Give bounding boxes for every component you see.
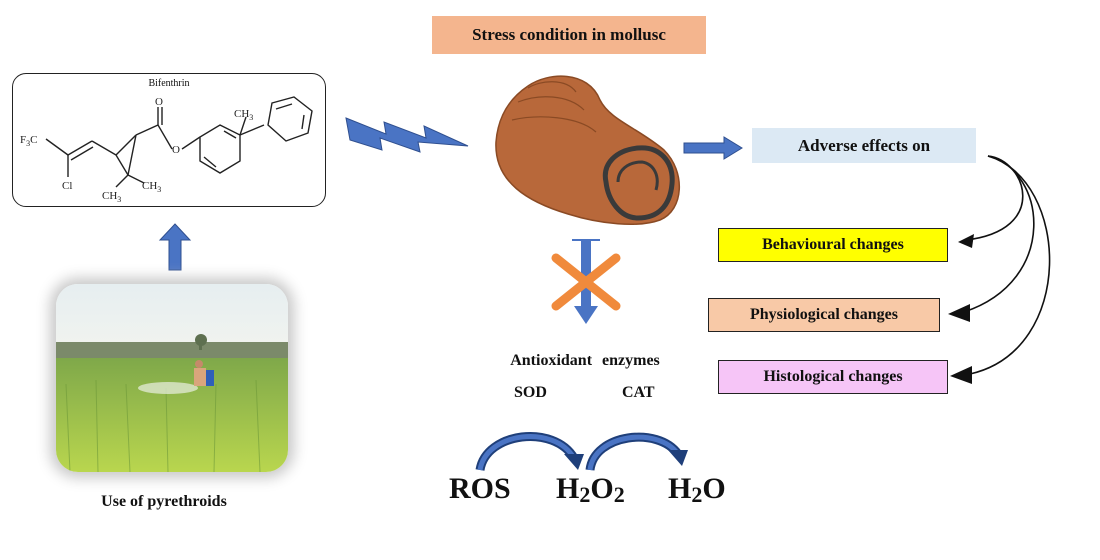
f3c-c: C	[30, 134, 37, 146]
svg-text:CH3: CH3	[142, 180, 161, 194]
h2o2-sub-a: 2	[579, 482, 591, 507]
svg-text:CH3: CH3	[234, 108, 253, 122]
use-of-pyrethroids-label: Use of pyrethroids	[101, 493, 227, 510]
lightning-bolt-icon	[345, 117, 469, 153]
svg-text:F3C: F3C	[20, 134, 37, 148]
reaction-arrows	[475, 432, 688, 472]
carbonyl-oxygen: O	[155, 96, 163, 108]
inhibited-arrow	[551, 239, 621, 324]
field-spraying-photo	[56, 284, 288, 472]
ch3-b: CH	[142, 180, 157, 192]
h2o-o: O	[702, 472, 726, 505]
up-arrow	[158, 223, 192, 271]
bifenthrin-label: Bifenthrin	[148, 78, 190, 89]
svg-text:CH3: CH3	[102, 190, 121, 204]
ch3-a-sub: 3	[117, 195, 121, 204]
ros-label: ROS	[449, 472, 511, 505]
snail-shell-icon	[495, 75, 680, 225]
h2o2-o: O	[590, 472, 614, 505]
ester-oxygen: O	[172, 144, 180, 156]
cl-atom: Cl	[62, 180, 72, 192]
bifenthrin-molecule: F3C Cl CH3 CH3 O O CH3	[20, 96, 313, 204]
right-arrow	[683, 136, 743, 160]
cross-icon	[551, 253, 621, 311]
antioxidant-enzymes-label: Antioxidant enzymes	[510, 352, 660, 369]
f3c-sub: 3	[26, 139, 30, 148]
h2o2-sub-b: 2	[613, 482, 625, 507]
stress-condition-title: Stress condition in mollusc	[432, 16, 706, 54]
bifenthrin-structure-frame	[12, 73, 326, 207]
branching-arrows	[948, 155, 1051, 384]
physiological-changes-box: Physiological changes	[708, 298, 940, 332]
h2o-label: H2O	[668, 472, 726, 508]
ch3-top-sub: 3	[249, 113, 253, 122]
h2o-h: H	[668, 472, 692, 505]
h2o2-label: H2O2	[556, 472, 625, 508]
sod-label: SOD	[514, 384, 547, 401]
ch3-a: CH	[102, 190, 117, 202]
f3c-f: F	[20, 134, 26, 146]
h2o-sub: 2	[691, 482, 703, 507]
behavioural-changes-box: Behavioural changes	[718, 228, 948, 262]
adverse-effects-box: Adverse effects on	[752, 128, 976, 163]
cat-label: CAT	[622, 384, 655, 401]
ch3-top: CH	[234, 108, 249, 120]
histological-changes-box: Histological changes	[718, 360, 948, 394]
h2o2-h: H	[556, 472, 580, 505]
ch3-b-sub: 3	[157, 185, 161, 194]
